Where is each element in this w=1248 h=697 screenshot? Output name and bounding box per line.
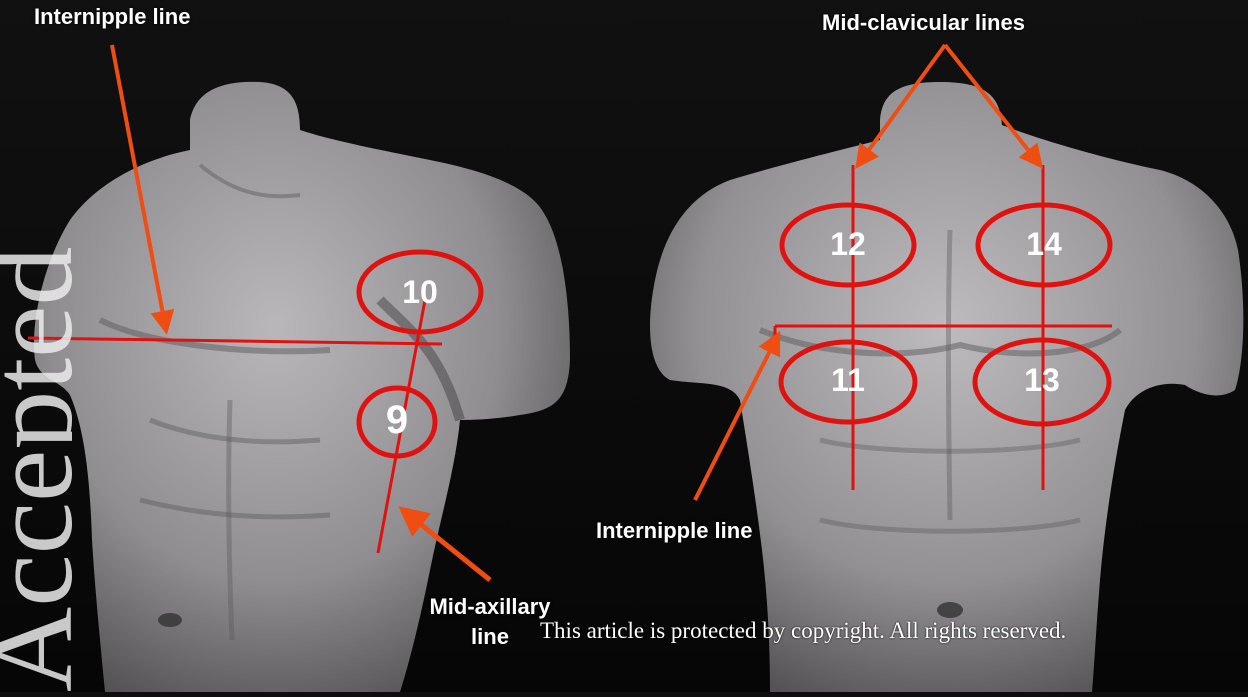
position-number-12: 12 bbox=[808, 226, 888, 263]
position-number-9: 9 bbox=[367, 398, 427, 443]
position-number-11: 11 bbox=[808, 362, 888, 399]
position-number-10: 10 bbox=[380, 274, 460, 311]
copyright-notice: This article is protected by copyright. … bbox=[540, 618, 1066, 644]
position-number-13: 13 bbox=[1002, 362, 1082, 399]
accepted-watermark: Accepted bbox=[0, 0, 72, 692]
position-number-14: 14 bbox=[1004, 226, 1084, 263]
label-mid-clavicular: Mid-clavicular lines bbox=[822, 10, 1025, 36]
label-internipple-right: Internipple line bbox=[596, 518, 752, 544]
